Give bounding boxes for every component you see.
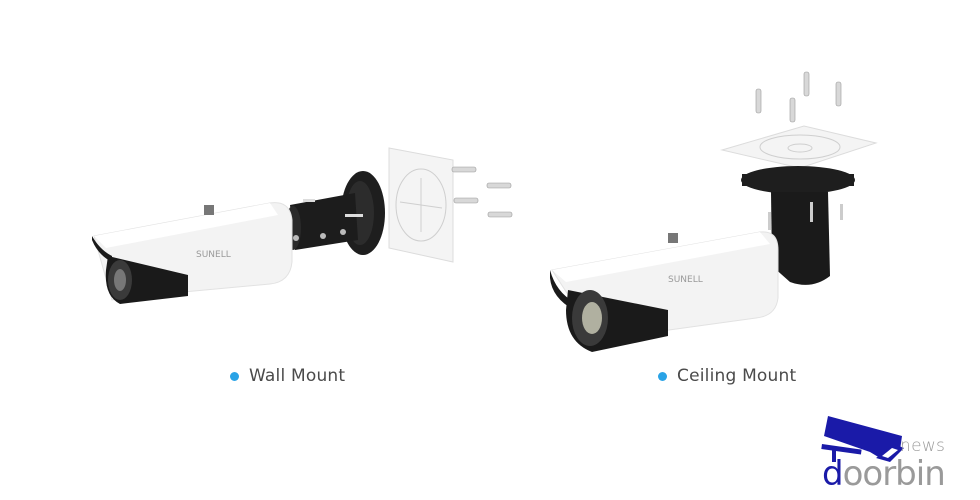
ceiling-camera-brand: SUNELL (668, 275, 703, 285)
logo-wordmark-rest: oorbin (842, 454, 946, 494)
ceiling-mount-label: Ceiling Mount (677, 366, 797, 386)
wall-anchors (451, 166, 513, 218)
logo-news-text: news (900, 436, 946, 456)
bullet-icon (230, 371, 239, 381)
watermark-logo: news doorbin (820, 414, 970, 496)
security-camera-logo-icon (821, 416, 904, 462)
wall-plate-circle (395, 168, 447, 242)
logo-wordmark-first: d (822, 454, 844, 494)
ceiling-mount-arm (771, 192, 830, 285)
wall-camera-brand: SUNELL (196, 250, 231, 260)
ceiling-anchors (755, 71, 842, 123)
wall-camera-sunshield-edge (92, 236, 112, 262)
wall-mount-label: Wall Mount (249, 366, 346, 386)
wall-mount-caption: Wall Mount (230, 366, 345, 386)
bullet-icon (658, 371, 667, 381)
ceiling-mount-caption: Ceiling Mount (658, 366, 796, 386)
wall-mount-arm (290, 193, 358, 250)
logo-wordmark: doorbin (822, 454, 946, 494)
ceiling-plate (720, 125, 878, 169)
